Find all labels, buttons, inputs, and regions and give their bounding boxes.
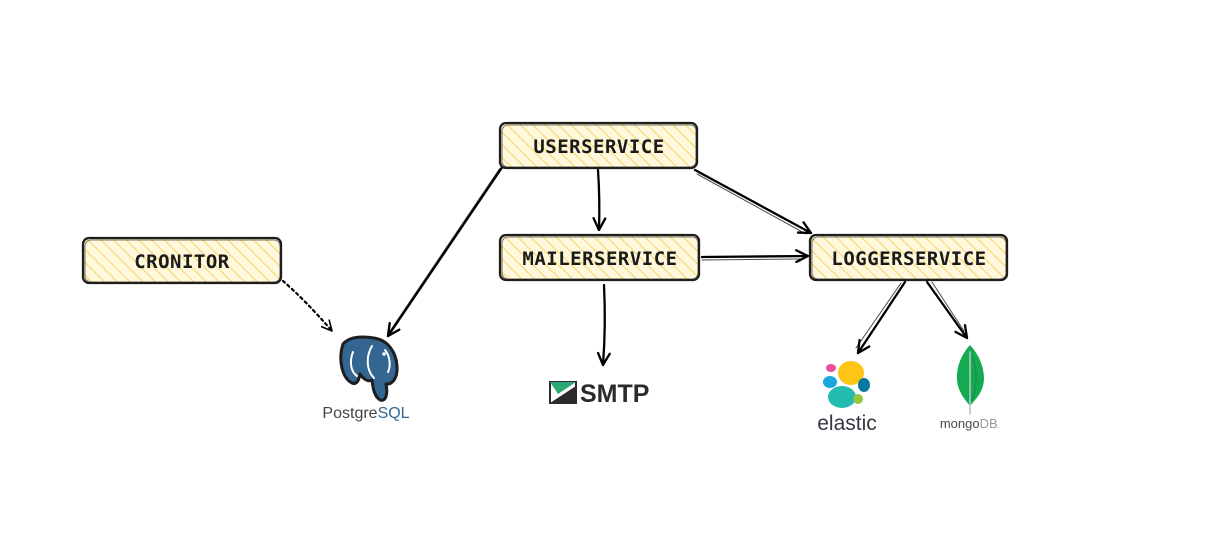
mongodb-wordmark: mongoDB.: [940, 416, 1000, 431]
node-label: LOGGERSERVICE: [831, 248, 986, 270]
node-label: USERSERVICE: [533, 136, 664, 158]
node-label: MAILERSERVICE: [522, 248, 677, 270]
edge-loggerservice-to-elastic-sketch: [855, 282, 902, 349]
edge-userservice-to-postgres: [386, 164, 505, 338]
smtp-mail-icon: [549, 381, 577, 404]
edge-userservice-to-postgres-sketch: [389, 167, 501, 332]
edge-loggerservice-to-mongodb-sketch: [931, 281, 965, 332]
edge-loggerservice-to-elastic: [856, 280, 907, 355]
mongodb-leaf-icon: [956, 345, 984, 415]
postgresql-elephant-icon: [339, 335, 399, 402]
postgresql-logo: PostgreSQL: [322, 335, 410, 422]
edge-cronitor-to-postgres: [281, 279, 334, 333]
mongodb-logo: mongoDB.: [940, 345, 1000, 431]
edge-userservice-to-loggerservice-sketch: [696, 173, 807, 235]
postgresql-wordmark: PostgreSQL: [322, 405, 409, 422]
edges: [281, 164, 969, 367]
edge-userservice-to-loggerservice: [693, 168, 813, 235]
node-loggerservice[interactable]: LOGGERSERVICE: [808, 233, 1009, 282]
node-label: CRONITOR: [134, 251, 230, 273]
node-cronitor[interactable]: CRONITOR: [81, 236, 283, 285]
edge-loggerservice-to-mongodb: [925, 280, 969, 340]
node-userservice[interactable]: USERSERVICE: [498, 121, 699, 170]
edge-userservice-to-mailerservice: [592, 168, 607, 232]
smtp-wordmark: SMTP: [580, 380, 649, 408]
smtp-logo: SMTP: [549, 380, 649, 408]
elastic-cluster-icon: [823, 361, 870, 408]
elastic-wordmark: elastic: [817, 412, 877, 435]
edge-mailerservice-to-smtp: [596, 283, 611, 367]
edge-mailerservice-to-loggerservice: [700, 249, 810, 264]
edge-mailerservice-to-loggerservice-sketch: [701, 258, 801, 261]
elastic-logo: elastic: [817, 361, 877, 435]
node-mailerservice[interactable]: MAILERSERVICE: [498, 233, 701, 282]
